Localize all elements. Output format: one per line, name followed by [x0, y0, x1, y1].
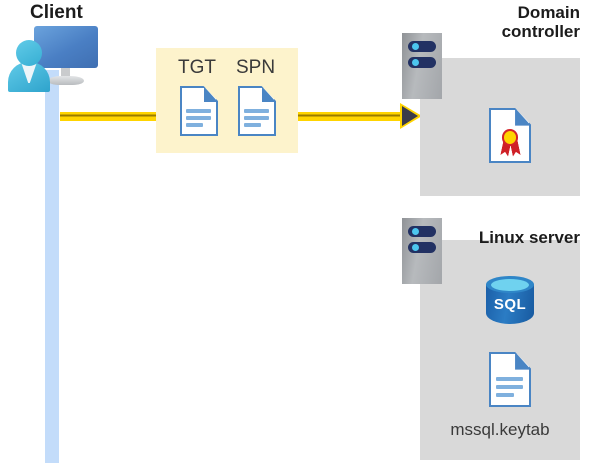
server-led-icon: [412, 43, 419, 50]
document-text-line: [244, 123, 261, 127]
monitor-neck-icon: [61, 68, 70, 77]
person-head-icon: [16, 40, 42, 66]
document-text-line: [186, 123, 203, 127]
sql-label: SQL: [493, 296, 527, 313]
document-text-line: [244, 116, 270, 120]
server-led-icon: [412, 244, 419, 251]
keytab-document-icon: [489, 352, 531, 407]
certificate-seal-inner: [503, 130, 517, 144]
keytab-filename-label: mssql.keytab: [450, 420, 550, 439]
domain-controller-title: Domain controller: [501, 3, 580, 42]
document-text-line: [495, 377, 524, 382]
document-text-line: [186, 109, 212, 113]
server-slot: [408, 242, 436, 253]
server-led-icon: [412, 59, 419, 66]
linux-server-rack-icon: [402, 218, 442, 284]
monitor-screen-icon: [34, 26, 98, 68]
client-lifeline: [45, 70, 59, 463]
sql-database-icon: SQL: [486, 276, 534, 330]
tgt-label: TGT: [178, 57, 216, 78]
document-text-line: [244, 109, 270, 113]
certificate-document-icon: [489, 108, 531, 163]
monitor-base-icon: [48, 76, 84, 85]
document-text-line: [495, 392, 515, 397]
spn-document-icon: [238, 86, 276, 136]
client-title: Client: [30, 2, 83, 23]
arrow-head-icon: [402, 106, 418, 126]
server-slot: [408, 226, 436, 237]
server-led-icon: [412, 228, 419, 235]
document-text-line: [186, 116, 212, 120]
domain-controller-server-rack-icon: [402, 33, 442, 99]
server-slot: [408, 41, 436, 52]
flow-line-right: [298, 112, 406, 121]
user-monitor-icon: [8, 26, 98, 92]
tgt-document-icon: [180, 86, 218, 136]
spn-label: SPN: [236, 57, 276, 78]
document-text-line: [495, 385, 524, 389]
flow-line-left: [60, 112, 156, 121]
database-cylinder-top-inner: [491, 279, 529, 291]
linux-server-title: Linux server: [478, 228, 580, 247]
server-slot: [408, 57, 436, 68]
